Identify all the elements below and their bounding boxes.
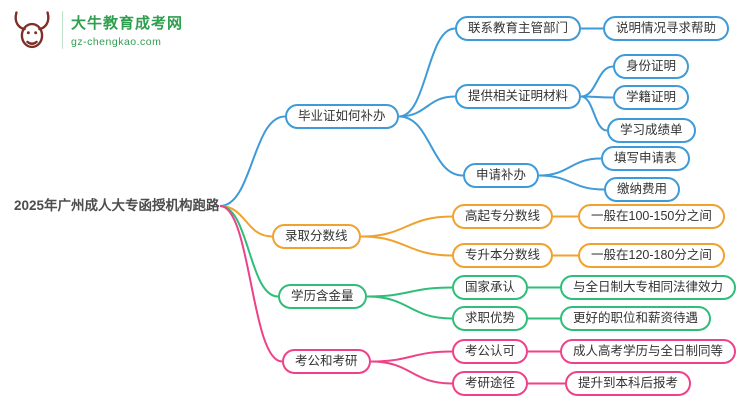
leaf-node: 一般在120-180分之间 [578, 243, 725, 268]
leaf-node: 成人高考学历与全日制同等 [560, 339, 737, 364]
branch-node: 考公和考研 [282, 349, 371, 374]
branch-node: 毕业证如何补办 [285, 104, 399, 129]
sub-node: 国家承认 [452, 275, 529, 300]
sub-node: 考公认可 [452, 339, 529, 364]
leaf-node: 身份证明 [613, 54, 690, 79]
leaf-node: 与全日制大专相同法律效力 [560, 275, 737, 300]
sub-node: 求职优势 [452, 306, 529, 331]
branch-node: 录取分数线 [272, 224, 361, 249]
sub-node: 申请补办 [463, 163, 540, 188]
logo-divider [62, 11, 63, 49]
logo-text: 大牛教育成考网 gz-chengkao.com [71, 12, 183, 48]
logo-subtitle: gz-chengkao.com [71, 36, 162, 48]
sub-node: 专升本分数线 [452, 243, 554, 268]
leaf-node: 更好的职位和薪资待遇 [560, 306, 712, 331]
leaf-node: 学习成绩单 [607, 118, 696, 143]
root-node: 2025年广州成人大专函授机构跑路 [14, 198, 220, 213]
logo-title: 大牛教育成考网 [71, 15, 184, 32]
leaf-node: 学籍证明 [613, 85, 690, 110]
sub-node: 提供相关证明材料 [455, 84, 582, 109]
leaf-node: 提升到本科后报考 [565, 371, 692, 396]
sub-node: 联系教育主管部门 [455, 16, 582, 41]
leaf-node: 说明情况寻求帮助 [603, 16, 730, 41]
sub-node: 考研途径 [452, 371, 529, 396]
branch-node: 学历含金量 [278, 284, 367, 309]
bull-logo-icon [14, 11, 50, 49]
leaf-node: 填写申请表 [601, 146, 690, 171]
leaf-node: 缴纳费用 [604, 177, 681, 202]
sub-node: 高起专分数线 [452, 204, 554, 229]
site-logo: 大牛教育成考网 gz-chengkao.com [10, 8, 183, 52]
leaf-node: 一般在100-150分之间 [578, 204, 725, 229]
